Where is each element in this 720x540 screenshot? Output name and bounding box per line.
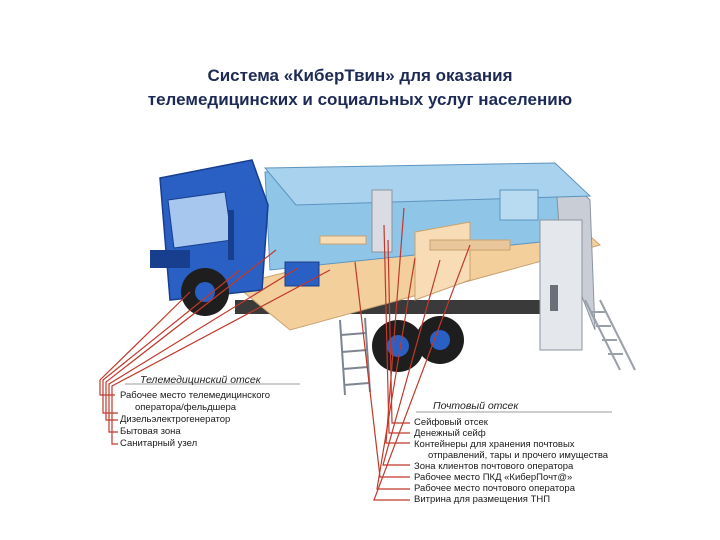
postal-heading: Почтовый отсек xyxy=(433,400,519,412)
generator-unit xyxy=(284,261,320,287)
title-line-1: Система «КиберТвин» для оказания xyxy=(207,66,513,85)
postal-leader-lines xyxy=(354,207,471,501)
postal-item-safe-section: Сейфовый отсек xyxy=(414,417,488,428)
telemed-item-workstation: Рабочее место телемедицинского xyxy=(120,390,271,401)
safe-cabinet xyxy=(371,189,393,253)
postal-item-money-safe: Денежный сейф xyxy=(414,428,486,439)
telemed-leader-lines xyxy=(99,249,331,445)
postal-item-containers: Контейнеры для хранения почтовых xyxy=(414,439,575,450)
telemed-item-household: Бытовая зона xyxy=(120,426,181,437)
truck-cab xyxy=(150,159,269,301)
rear-door xyxy=(539,219,583,351)
wheels xyxy=(181,268,464,372)
rear-ladder xyxy=(584,299,636,371)
telemed-item-workstation-cont: оператора/фельдшера xyxy=(135,402,237,413)
postal-item-client-zone: Зона клиентов почтового оператора xyxy=(414,461,574,472)
side-ladder xyxy=(339,317,371,396)
postal-item-operator-workstation: Рабочее место почтового оператора xyxy=(414,483,575,494)
title-line-2: телемедицинских и социальных услуг насел… xyxy=(147,90,573,109)
rear-door-window xyxy=(550,285,558,311)
container-shelves xyxy=(499,189,539,221)
partition-wall xyxy=(414,221,471,301)
diagram-title: Система «КиберТвин» для оказания телемед… xyxy=(0,64,720,112)
telemed-item-generator: Дизельэлектрогенератор xyxy=(120,414,231,425)
telemed-heading: Телемедицинский отсек xyxy=(140,374,261,386)
postal-item-showcase: Витрина для размещения ТНП xyxy=(414,494,551,505)
telemed-item-sanitary: Санитарный узел xyxy=(120,438,198,449)
postal-item-pkd-workstation: Рабочее место ПКД «КиберПочт@» xyxy=(414,472,573,483)
workstation-desk xyxy=(319,235,367,245)
postal-item-containers-cont: отправлений, тары и прочего имущества xyxy=(428,450,609,461)
